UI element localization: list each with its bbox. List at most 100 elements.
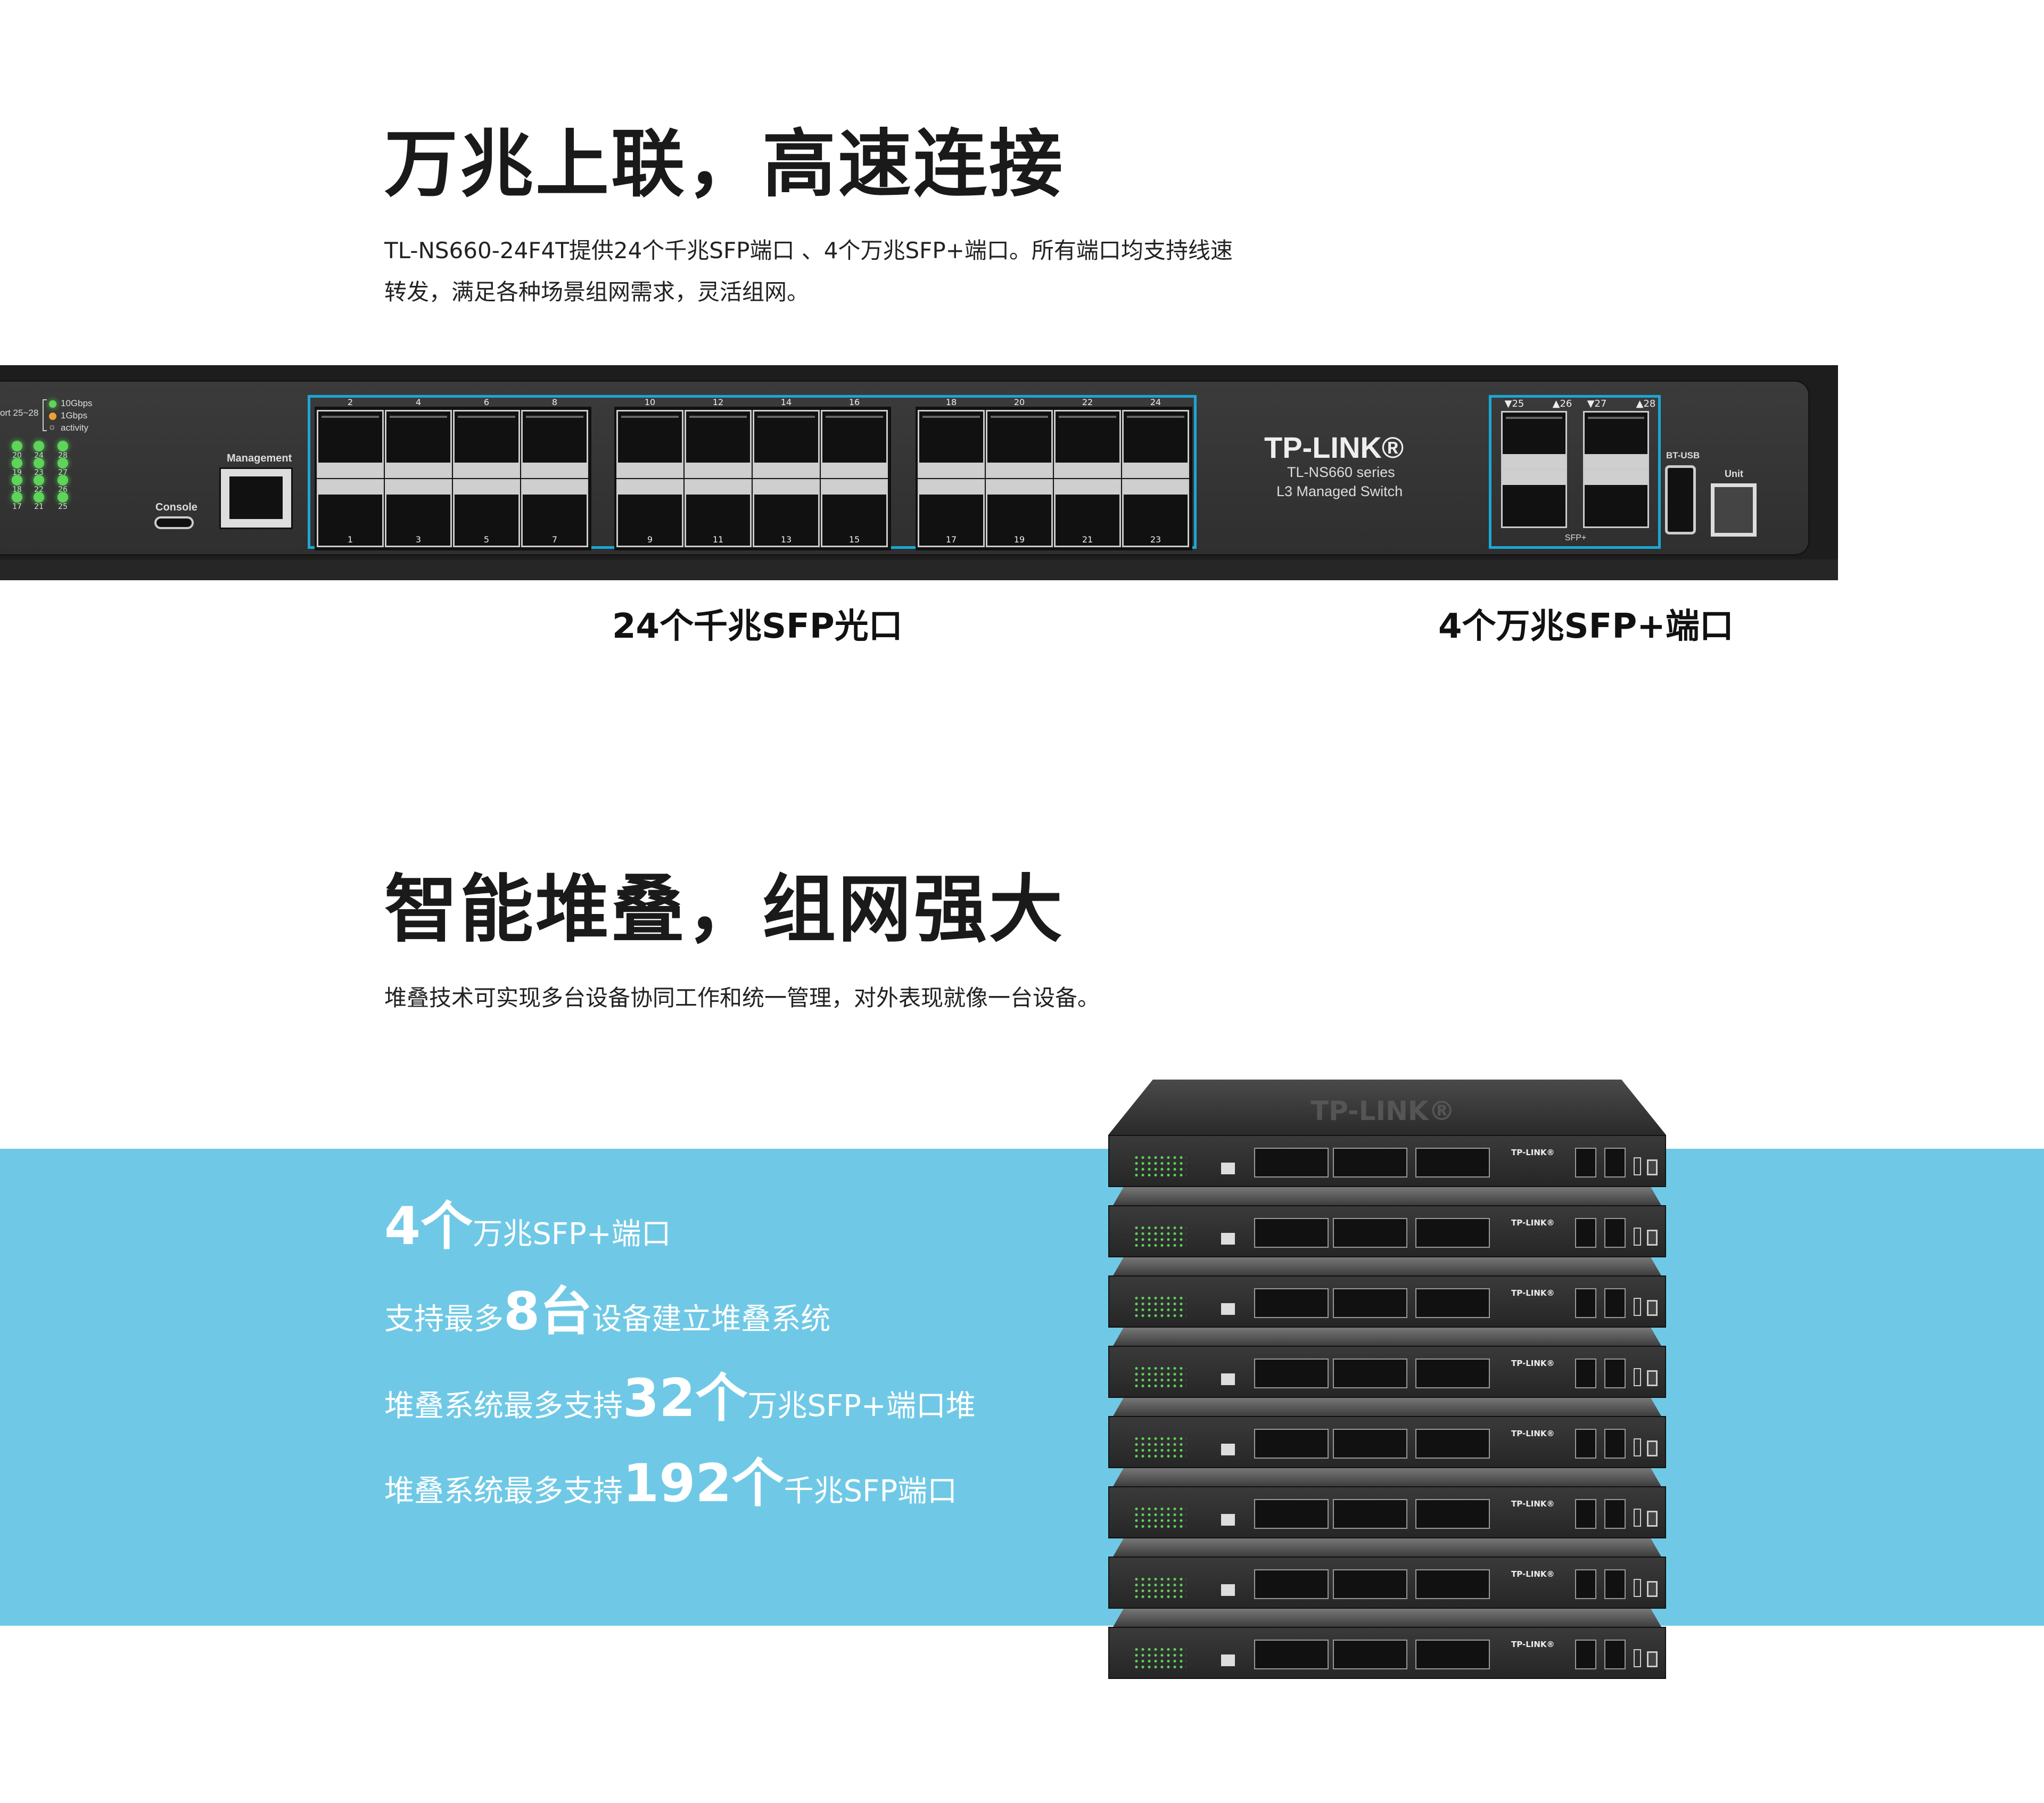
cage-latch bbox=[618, 463, 682, 476]
unit-usb bbox=[1634, 1649, 1641, 1667]
port-number-bottom: 13 bbox=[780, 534, 792, 545]
sfpplus-port-27[interactable] bbox=[1583, 411, 1649, 470]
unit-usb bbox=[1634, 1438, 1641, 1456]
stacked-switch-unit: TP-LINK® bbox=[1108, 1486, 1666, 1538]
port-number-top: 12 bbox=[712, 397, 724, 407]
sfp-port-14[interactable] bbox=[753, 410, 820, 478]
management-port[interactable] bbox=[219, 467, 293, 529]
sfp-port-20[interactable] bbox=[986, 410, 1053, 478]
sfp-port-21[interactable] bbox=[1054, 479, 1121, 547]
unit-usb bbox=[1634, 1298, 1641, 1316]
feature-line: 支持最多8台设备建立堆叠系统 bbox=[384, 1286, 830, 1338]
sfp-port-1[interactable] bbox=[317, 479, 384, 547]
usb-label: BT-USB bbox=[1666, 450, 1700, 460]
port-led-icon bbox=[12, 458, 22, 468]
feature-pre: 堆叠系统最多支持 bbox=[384, 1474, 623, 1509]
green-led-icon bbox=[49, 400, 56, 408]
stacked-switch-unit: TP-LINK® bbox=[1108, 1275, 1666, 1328]
console-port[interactable] bbox=[154, 516, 194, 529]
sfp-port-4[interactable] bbox=[385, 410, 452, 478]
unit-sfpplus bbox=[1604, 1218, 1626, 1248]
legend-1gbps: 1Gbps bbox=[61, 410, 88, 421]
unit-logo: TP-LINK® bbox=[1511, 1640, 1555, 1649]
unit-logo: TP-LINK® bbox=[1511, 1218, 1555, 1228]
port-number-bottom: 9 bbox=[647, 534, 653, 545]
cage-latch bbox=[523, 481, 587, 495]
unit-logo: TP-LINK® bbox=[1511, 1288, 1555, 1298]
port-led-icon bbox=[34, 475, 44, 485]
section1-title: 万兆上联，高速连接 bbox=[384, 121, 1065, 207]
stacked-switch-unit: TP-LINK® bbox=[1108, 1135, 1666, 1187]
stack-top-lid: TP-LINK® bbox=[1108, 1080, 1666, 1135]
sfp-port-7[interactable] bbox=[521, 479, 588, 547]
unit-usb bbox=[1634, 1579, 1641, 1597]
cage-latch bbox=[987, 463, 1051, 476]
sfp-port-8[interactable] bbox=[521, 410, 588, 478]
cage-latch bbox=[1056, 463, 1119, 476]
unit-mgmt-port bbox=[1221, 1444, 1235, 1455]
sfp-port-12[interactable] bbox=[685, 410, 752, 478]
port-number-bottom: 17 bbox=[945, 534, 957, 545]
port-led-icon bbox=[57, 475, 68, 485]
sfp-port-9[interactable] bbox=[616, 479, 683, 547]
feature-band bbox=[0, 1149, 2044, 1626]
section1-paragraph-line1: TL-NS660-24F4T提供24个千兆SFP端口 、4个万兆SFP+端口。所… bbox=[384, 237, 1233, 264]
port-number-bottom: 1 bbox=[347, 534, 353, 545]
unit-sfpplus bbox=[1575, 1148, 1596, 1178]
sfp-port-24[interactable] bbox=[1122, 410, 1189, 478]
led-port-number: 25 bbox=[58, 503, 68, 511]
port-led-icon bbox=[57, 458, 68, 468]
unit-usb bbox=[1634, 1509, 1641, 1527]
sfp-port-10[interactable] bbox=[616, 410, 683, 478]
unit-leds bbox=[1133, 1365, 1186, 1389]
unit-mgmt-port bbox=[1221, 1373, 1235, 1385]
sfpplus-port-28[interactable] bbox=[1583, 470, 1649, 528]
unit-usb bbox=[1634, 1368, 1641, 1386]
cage-latch bbox=[523, 463, 587, 476]
sfp-port-3[interactable] bbox=[385, 479, 452, 547]
port-number-bottom: 23 bbox=[1150, 534, 1161, 545]
unit-sfp-group bbox=[1415, 1640, 1490, 1669]
sfp-port-16[interactable] bbox=[821, 410, 888, 478]
unit-sfp-group bbox=[1254, 1288, 1329, 1318]
sfp-port-11[interactable] bbox=[685, 479, 752, 547]
sfp-port-2[interactable] bbox=[317, 410, 384, 478]
sfp-port-5[interactable] bbox=[453, 479, 520, 547]
unit-display bbox=[1647, 1370, 1658, 1386]
cage-latch bbox=[318, 463, 382, 476]
sfp-port-23[interactable] bbox=[1122, 479, 1189, 547]
sfpplus-port-25[interactable] bbox=[1501, 411, 1567, 470]
unit-sfp-group bbox=[1254, 1640, 1329, 1669]
unit-sfp-group bbox=[1415, 1288, 1490, 1318]
port-led-icon bbox=[34, 492, 44, 503]
sfp-port-19[interactable] bbox=[986, 479, 1053, 547]
sfpplus-port-26[interactable] bbox=[1501, 470, 1567, 528]
sfp-port-6[interactable] bbox=[453, 410, 520, 478]
cage-latch bbox=[1503, 454, 1565, 468]
sfpplus-port-number: ▼27 bbox=[1587, 398, 1607, 409]
feature-pre: 堆叠系统最多支持 bbox=[384, 1389, 623, 1423]
unit-sfpplus bbox=[1604, 1499, 1626, 1529]
legend-bracket bbox=[43, 399, 47, 431]
cage-latch bbox=[919, 463, 983, 476]
unit-leds bbox=[1133, 1646, 1186, 1670]
sfp-port-17[interactable] bbox=[918, 479, 985, 547]
port-number-top: 2 bbox=[347, 397, 353, 407]
stacked-switch-unit: TP-LINK® bbox=[1108, 1205, 1666, 1257]
unit-top-bevel bbox=[1112, 1538, 1662, 1558]
sfp-port-18[interactable] bbox=[918, 410, 985, 478]
unit-sfp-group bbox=[1415, 1218, 1490, 1248]
feature-post: 设备建立堆叠系统 bbox=[592, 1302, 831, 1337]
unit-sfp-group bbox=[1333, 1148, 1407, 1178]
stacked-switch-unit: TP-LINK® bbox=[1108, 1557, 1666, 1609]
sfp-port-13[interactable] bbox=[753, 479, 820, 547]
cage-latch bbox=[455, 481, 518, 495]
legend-activity: activity bbox=[61, 423, 88, 433]
port-led-icon bbox=[57, 492, 68, 503]
sfp-port-22[interactable] bbox=[1054, 410, 1121, 478]
usb-port[interactable] bbox=[1665, 465, 1696, 534]
cage-latch bbox=[754, 481, 818, 495]
cage-latch bbox=[1585, 454, 1647, 468]
sfp-port-15[interactable] bbox=[821, 479, 888, 547]
